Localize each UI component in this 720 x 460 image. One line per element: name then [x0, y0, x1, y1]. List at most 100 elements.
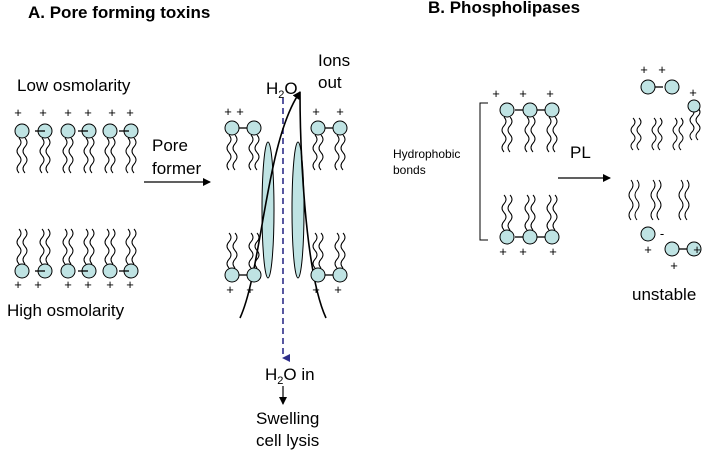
- left-lower-lipid-0-tail-a: [16, 228, 22, 265]
- pore-lower-right-plus-1: +: [334, 282, 342, 297]
- b-upper-lipid-2-tail-b: [552, 116, 558, 153]
- left-lower-plus-5: +: [126, 277, 134, 292]
- left-upper-lipid-0-tail-a: [16, 137, 22, 174]
- b-upper-lipid-1-tail-a: [524, 116, 530, 153]
- pore-former-label-line1: Pore: [152, 136, 188, 155]
- left-upper-lipid-4-tail-b: [110, 137, 116, 174]
- pore-lower-left-lipid-0-head: [224, 267, 240, 283]
- water-in-text: O in: [283, 365, 314, 384]
- left-upper-lipid-5-tail-b: [131, 137, 137, 174]
- pore-lower-right-plus-0: +: [312, 282, 320, 297]
- water-in-label: H2O in: [265, 365, 315, 387]
- pore-upper-right-plus-0: +: [312, 104, 320, 119]
- pore-upper-left-lipid-0-tail-a: [226, 134, 232, 171]
- b2-lower-tail-2-a: [678, 179, 684, 221]
- pore-lower-left-plus-1: +: [246, 282, 254, 297]
- b-lower-lipid-2-tail-a: [546, 194, 552, 231]
- b-upper-lipid-0-tail-a: [501, 116, 507, 153]
- b2-lower-plus-a: +: [644, 242, 652, 257]
- left-lower-lipid-2-tail-b: [68, 228, 74, 265]
- b2-lower-minus: -: [660, 226, 664, 241]
- b2-upper-free-tail-0-a: [630, 117, 636, 151]
- b-upper-lipid-0-tail-b: [507, 116, 513, 153]
- b2-lower-plus-c: +: [670, 258, 678, 273]
- b2-lower-head-b: [664, 241, 680, 257]
- left-lower-lipid-3-tail-b: [89, 228, 95, 265]
- b2-lower-tail-1-b: [656, 179, 662, 221]
- left-upper-lipid-4-tail-a: [104, 137, 110, 174]
- left-upper-lipid-3-tail-a: [83, 137, 89, 174]
- pore-lower-left-lipid-1-head: [246, 267, 262, 283]
- b2-upper-free-tail-2-a: [672, 117, 678, 151]
- water-top-label: H2O: [266, 79, 298, 101]
- pore-upper-right-lipid-1-tail-a: [334, 134, 340, 171]
- pore-lower-right-lipid-1-tail-b: [340, 232, 346, 269]
- pl-label: PL: [570, 143, 591, 162]
- b2-lower-tail-1-a: [650, 179, 656, 221]
- left-upper-plus-5: +: [126, 105, 134, 120]
- b2-loose-tail-a: [689, 107, 695, 141]
- b-upper-plus-1: +: [519, 86, 527, 101]
- b-lower-plus-2: +: [549, 244, 557, 259]
- unstable-label: unstable: [632, 285, 696, 304]
- b-lower-lipid-0-tail-a: [501, 194, 507, 231]
- b2-upper-free-tail-2-b: [678, 117, 684, 151]
- pore-upper-left-lipid-1-tail-b: [254, 134, 260, 171]
- low-osmolarity-label: Low osmolarity: [17, 76, 131, 95]
- left-upper-lipid-5-tail-a: [125, 137, 131, 174]
- pore-former-label-line2: former: [152, 159, 201, 178]
- pore-lower-left-lipid-1-tail-a: [248, 232, 254, 269]
- high-osmolarity-label: High osmolarity: [7, 301, 125, 320]
- left-lower-lipid-5-tail-a: [125, 228, 131, 265]
- left-lower-lipid-4-tail-a: [104, 228, 110, 265]
- pore-upper-left-plus-0: +: [224, 104, 232, 119]
- b-lower-plus-1: +: [519, 244, 527, 259]
- b-upper-plus-2: +: [546, 86, 554, 101]
- swelling-label: Swelling: [256, 409, 319, 428]
- pore-protein-left: [261, 141, 275, 279]
- b2-top-plus-1: +: [658, 62, 666, 77]
- hydrophobic-label-line2: bonds: [393, 163, 426, 177]
- hydrophobic-bracket: [479, 102, 488, 241]
- pore-lower-left-lipid-1-tail-b: [254, 232, 260, 269]
- b-lower-lipid-1-head: [522, 229, 538, 245]
- left-upper-lipid-3-tail-b: [89, 137, 95, 174]
- left-upper-plus-0: +: [14, 105, 22, 120]
- b2-upper-free-tail-1-b: [657, 117, 663, 151]
- left-lower-lipid-2-tail-a: [62, 228, 68, 265]
- b2-top-plus-right: +: [689, 85, 697, 100]
- left-upper-lipid-2-head: [60, 123, 76, 139]
- left-lower-lipid-0-head: [14, 263, 30, 279]
- left-lower-plus-2: +: [64, 277, 72, 292]
- b-lower-lipid-1-tail-b: [530, 194, 536, 231]
- b2-lower-plus-b: +: [693, 242, 701, 257]
- pore-lower-right-lipid-0-head: [310, 267, 326, 283]
- left-lower-plus-1: +: [34, 277, 42, 292]
- left-lower-lipid-4-tail-b: [110, 228, 116, 265]
- left-lower-plus-4: +: [106, 277, 114, 292]
- pore-protein-right: [291, 141, 305, 279]
- left-upper-plus-2: +: [64, 105, 72, 120]
- pore-upper-left-plus-1: +: [236, 104, 244, 119]
- water-in-subscript: 2: [277, 375, 283, 387]
- b2-lower-tail-2-b: [684, 179, 690, 221]
- b-lower-lipid-0-tail-b: [507, 194, 513, 231]
- pore-upper-right-lipid-0-tail-a: [312, 134, 318, 171]
- pore-upper-right-lipid-1-head: [332, 120, 348, 136]
- pore-upper-left-lipid-0-tail-b: [232, 134, 238, 171]
- cell-lysis-label: cell lysis: [256, 431, 319, 450]
- b-upper-lipid-2-tail-a: [546, 116, 552, 153]
- b2-loose-head: [687, 99, 701, 113]
- pore-upper-right-lipid-0-tail-b: [318, 134, 324, 171]
- left-lower-plus-0: +: [14, 277, 22, 292]
- ions-label-line2: out: [318, 73, 342, 92]
- left-lower-lipid-1-tail-b: [45, 228, 51, 265]
- left-lower-lipid-1-tail-a: [39, 228, 45, 265]
- b2-top-head-b: [664, 79, 680, 95]
- pore-upper-left-lipid-1-head: [246, 120, 262, 136]
- b2-top-plus-0: +: [640, 62, 648, 77]
- left-lower-lipid-4-head: [102, 263, 118, 279]
- left-upper-lipid-0-tail-b: [22, 137, 28, 174]
- b2-loose-tail-b: [695, 107, 701, 141]
